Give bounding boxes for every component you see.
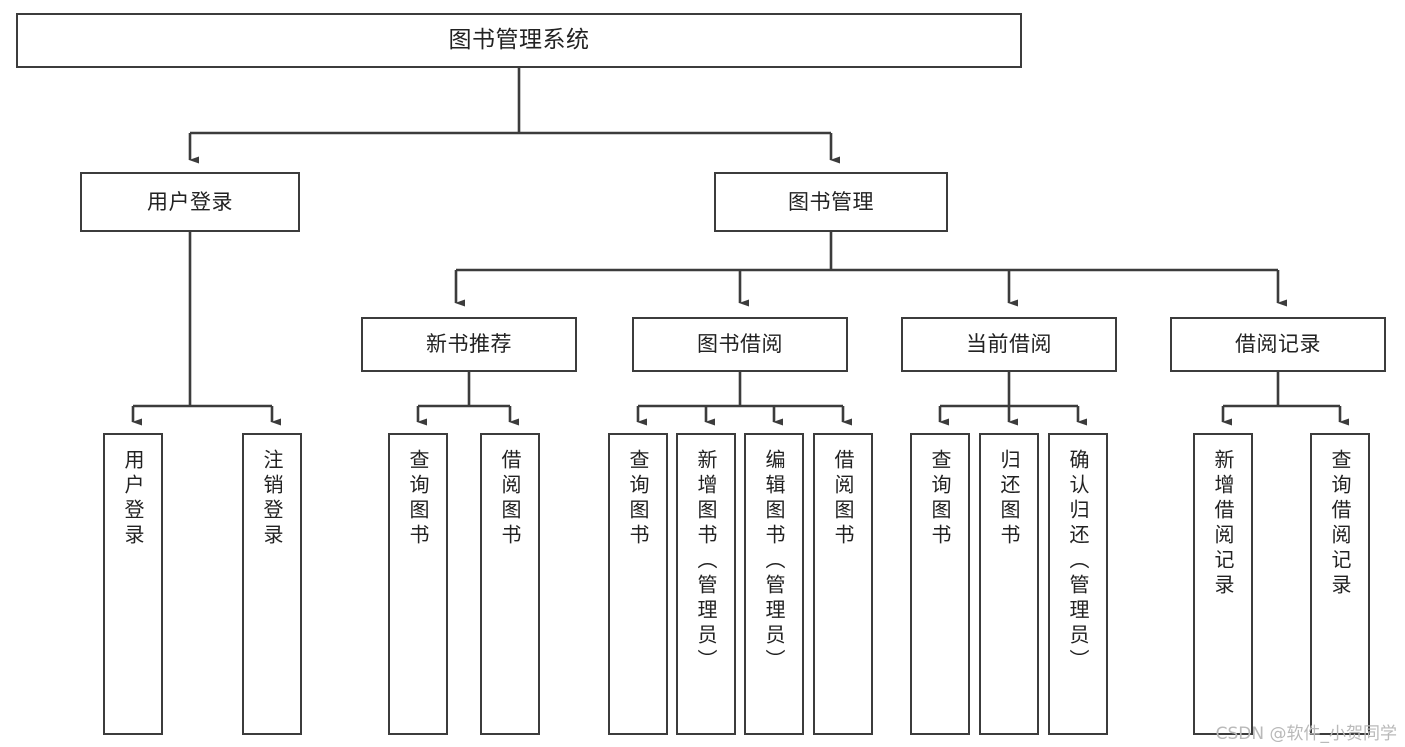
node-leaf-add-record[interactable]: 新增借阅记录 (1193, 433, 1253, 735)
node-leaf-user-login[interactable]: 用户登录 (103, 433, 163, 735)
node-label: 新增图书（管理员） (694, 449, 718, 674)
node-label: 图书管理系统 (448, 26, 590, 53)
node-book-borrow[interactable]: 图书借阅 (632, 317, 848, 372)
node-leaf-confirm-return[interactable]: 确认归还（管理员） (1048, 433, 1108, 735)
node-label: 查询图书 (928, 449, 952, 549)
node-label: 图书管理 (788, 189, 874, 214)
node-label: 用户登录 (121, 449, 145, 549)
node-label: 查询借阅记录 (1328, 449, 1352, 599)
watermark-text: CSDN @软件_小贺同学 (1215, 724, 1397, 744)
node-label: 确认归还（管理员） (1066, 449, 1090, 674)
node-leaf-borrow-book-2[interactable]: 借阅图书 (813, 433, 873, 735)
node-leaf-query-book-1[interactable]: 查询图书 (388, 433, 448, 735)
node-label: 用户登录 (147, 189, 233, 214)
node-label: 查询图书 (406, 449, 430, 549)
node-label: 编辑图书（管理员） (762, 449, 786, 674)
node-leaf-logout-login[interactable]: 注销登录 (242, 433, 302, 735)
node-label: 当前借阅 (966, 332, 1052, 357)
node-borrow-record[interactable]: 借阅记录 (1170, 317, 1386, 372)
node-label: 借阅图书 (498, 449, 522, 549)
node-label: 归还图书 (997, 449, 1021, 549)
node-label: 图书借阅 (697, 332, 783, 357)
node-label: 借阅图书 (831, 449, 855, 549)
node-label: 新增借阅记录 (1211, 449, 1235, 599)
node-root-system[interactable]: 图书管理系统 (16, 13, 1022, 68)
node-leaf-borrow-book-1[interactable]: 借阅图书 (480, 433, 540, 735)
node-label: 新书推荐 (426, 332, 512, 357)
node-leaf-edit-book[interactable]: 编辑图书（管理员） (744, 433, 804, 735)
node-label: 借阅记录 (1235, 332, 1321, 357)
node-leaf-return-book[interactable]: 归还图书 (979, 433, 1039, 735)
node-current-borrow[interactable]: 当前借阅 (901, 317, 1117, 372)
node-leaf-query-record[interactable]: 查询借阅记录 (1310, 433, 1370, 735)
node-label: 注销登录 (260, 449, 284, 549)
node-user-login[interactable]: 用户登录 (80, 172, 300, 232)
node-book-management[interactable]: 图书管理 (714, 172, 948, 232)
node-new-book-recommend[interactable]: 新书推荐 (361, 317, 577, 372)
node-leaf-add-book[interactable]: 新增图书（管理员） (676, 433, 736, 735)
node-leaf-query-book-2[interactable]: 查询图书 (608, 433, 668, 735)
node-label: 查询图书 (626, 449, 650, 549)
node-leaf-query-book-3[interactable]: 查询图书 (910, 433, 970, 735)
